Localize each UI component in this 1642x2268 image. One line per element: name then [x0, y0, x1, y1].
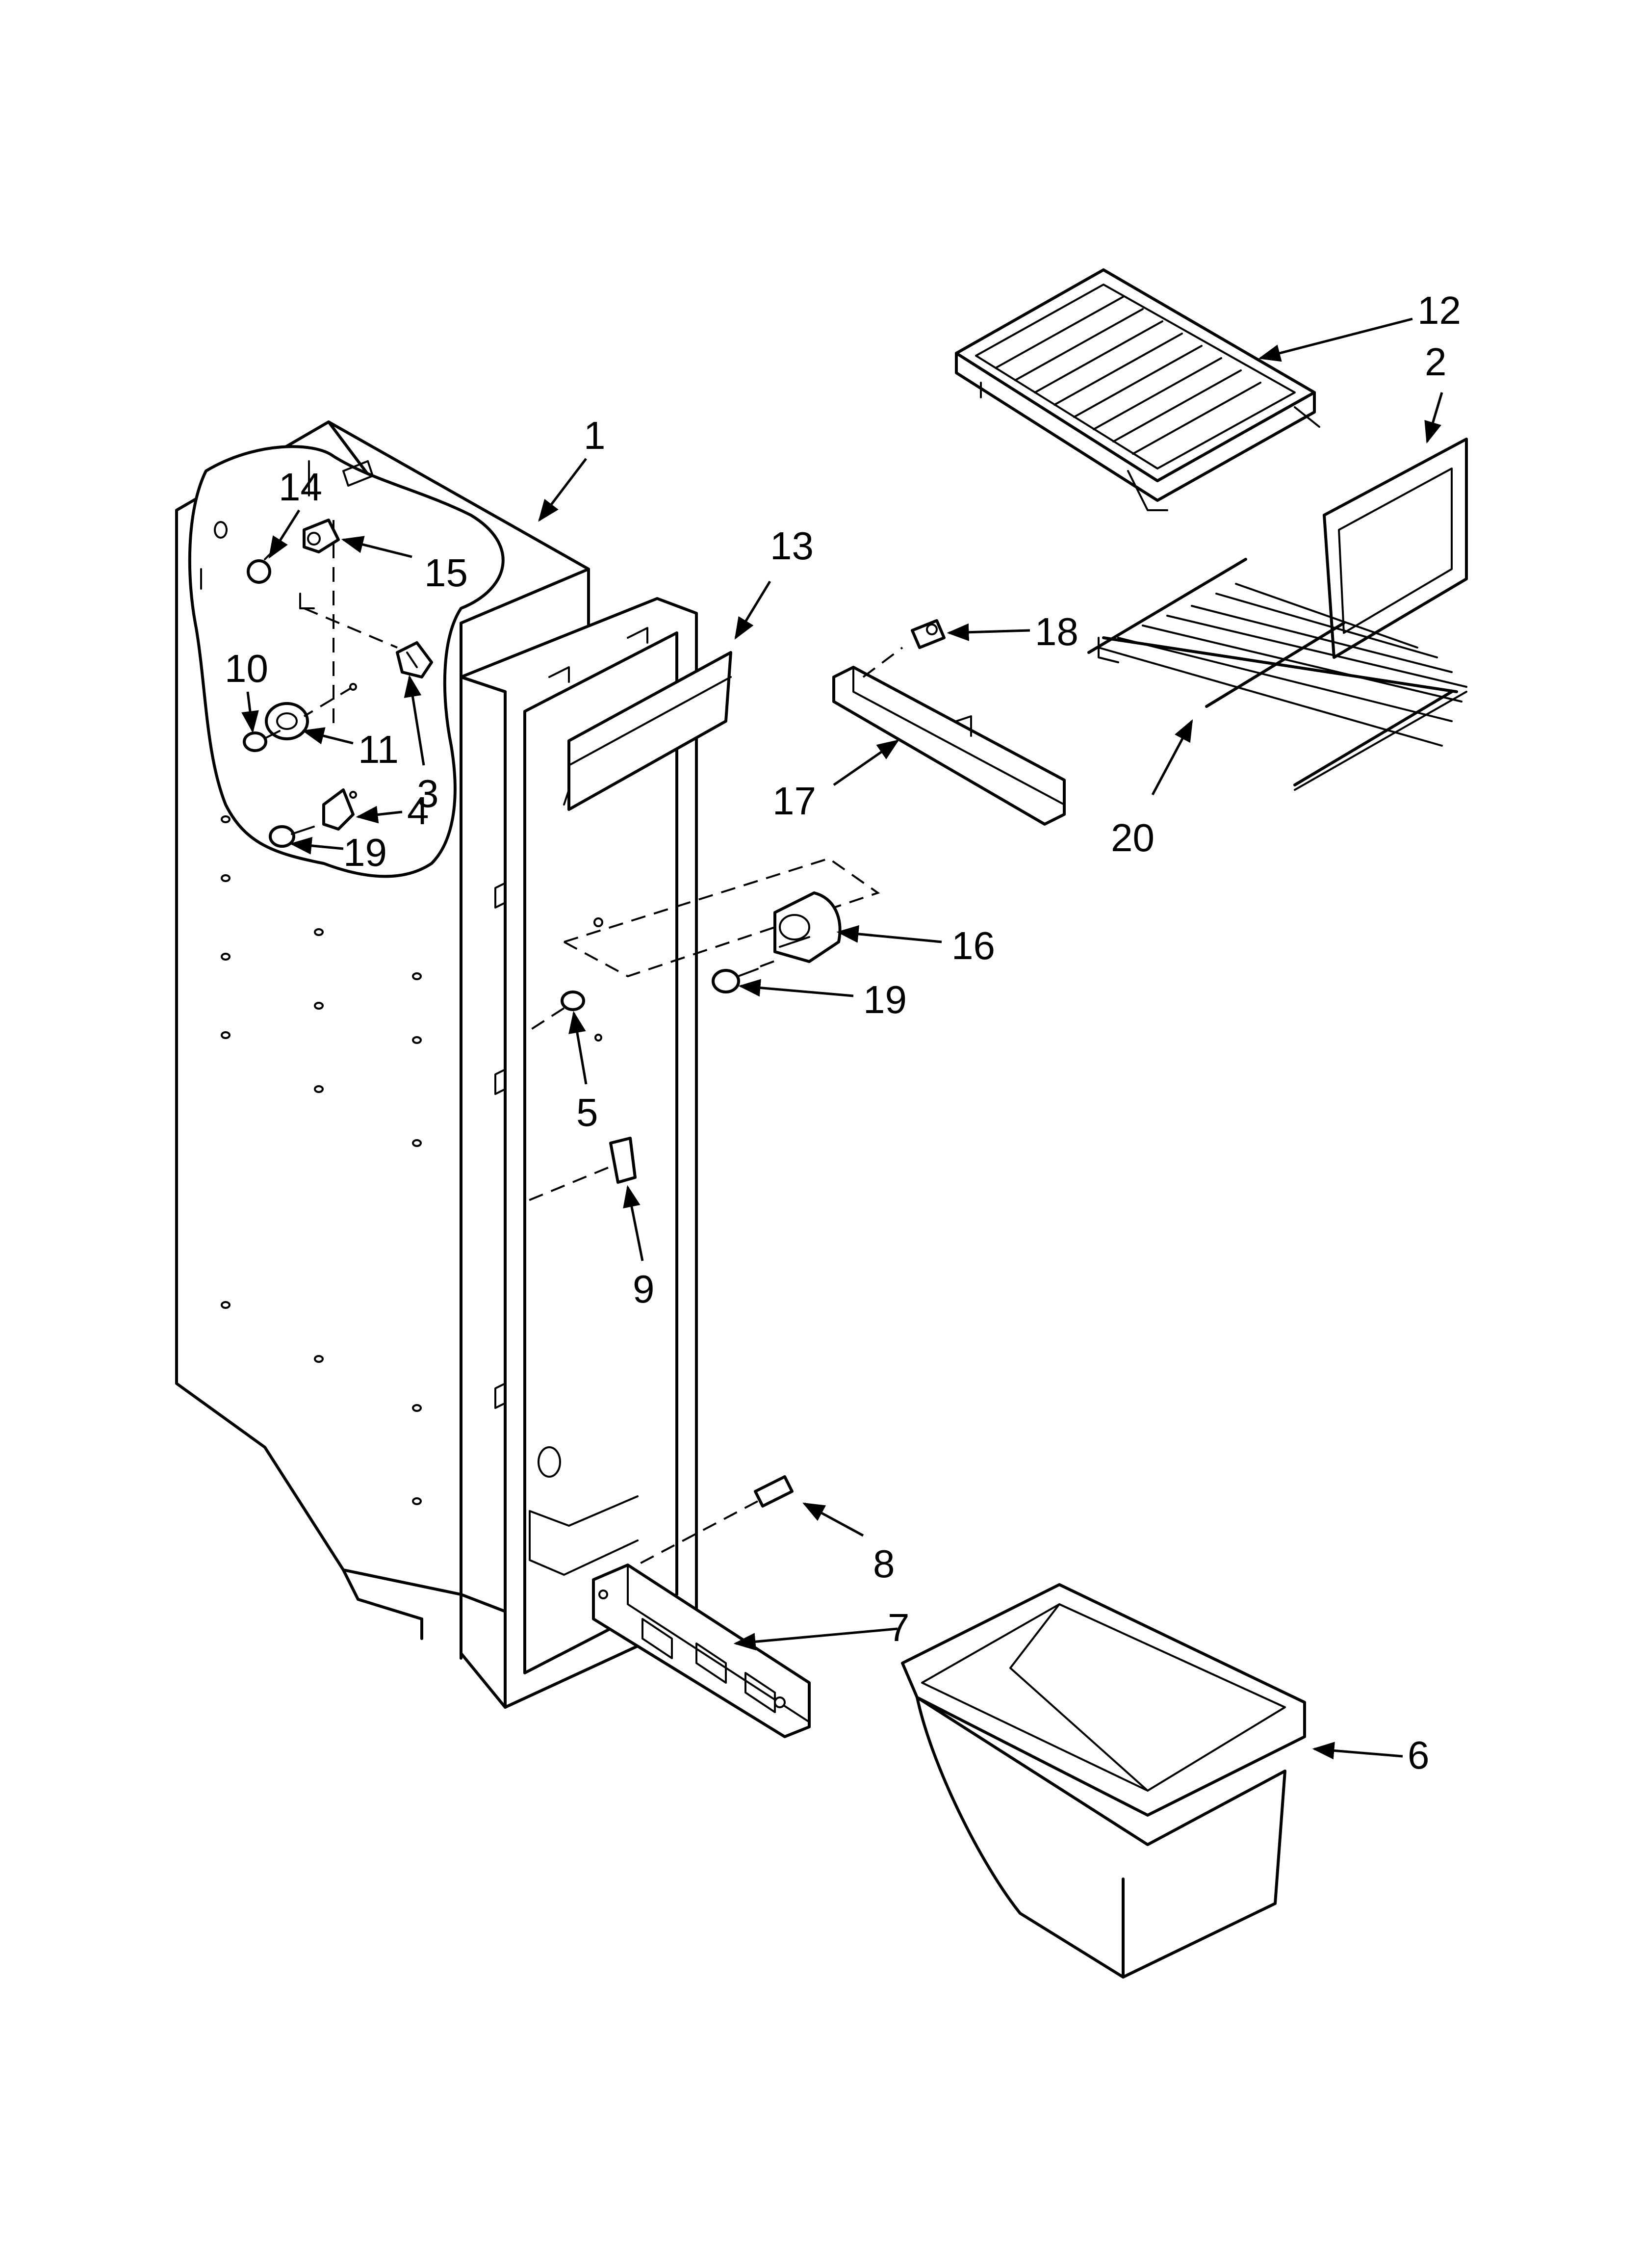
leader-lines [241, 317, 1443, 1760]
callout-7: 7 [888, 1606, 910, 1649]
part-16-light-housing [773, 891, 842, 963]
callout-1: 1 [584, 414, 606, 457]
callout-3: 3 [417, 772, 439, 815]
part-17-track [832, 647, 1066, 826]
callout-labels: 1 2 3 4 5 6 7 8 9 10 11 12 13 14 15 16 1… [225, 288, 1461, 1777]
part-14-bulb [247, 548, 276, 584]
callout-9: 9 [633, 1267, 655, 1311]
part-13-baffle [563, 651, 732, 811]
part-9-clip [524, 1137, 637, 1203]
part-7-bottom-bracket [592, 1564, 811, 1738]
callout-14: 14 [279, 465, 322, 509]
callout-8: 8 [873, 1542, 895, 1586]
part-2-shelf-trim [1323, 438, 1468, 659]
callout-4: 4 [407, 789, 429, 833]
callout-19-lower: 19 [863, 978, 907, 1021]
callout-18: 18 [1035, 610, 1078, 653]
part-19-screw-upper [269, 825, 315, 848]
cutaway-detail [188, 445, 505, 878]
part-3-bracket [396, 641, 433, 678]
callout-15: 15 [424, 551, 468, 595]
callout-11: 11 [358, 728, 399, 771]
part-8-screw [627, 1475, 794, 1571]
callout-2: 2 [1425, 340, 1447, 384]
part-12-wire-shelf [955, 268, 1320, 511]
callout-10: 10 [225, 647, 268, 690]
callout-16: 16 [951, 924, 995, 967]
part-18-screw [911, 619, 946, 649]
part-6-storage-bin [901, 1583, 1306, 1979]
part-15-light-socket [303, 519, 340, 553]
callout-6: 6 [1408, 1733, 1430, 1777]
callout-20: 20 [1111, 816, 1155, 860]
callout-13: 13 [770, 524, 814, 568]
callout-12: 12 [1417, 288, 1461, 332]
callout-17: 17 [772, 779, 816, 823]
part-4-clip [322, 788, 357, 831]
callout-19-upper: 19 [343, 831, 387, 874]
part-5-screw [529, 991, 602, 1042]
callout-5: 5 [576, 1091, 598, 1134]
part-20-wire-rack [1087, 558, 1467, 791]
part-11-thermostat [265, 683, 357, 740]
